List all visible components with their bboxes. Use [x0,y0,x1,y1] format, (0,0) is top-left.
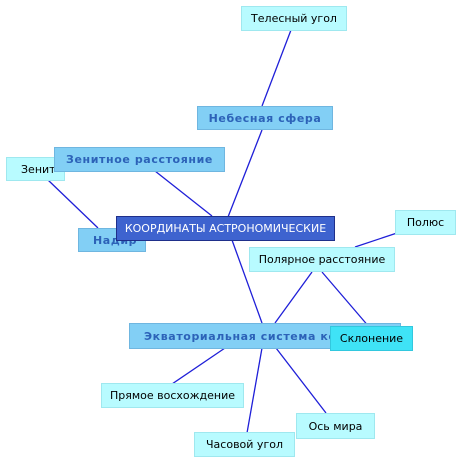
edge-zenith-nadir [47,179,99,229]
edge-equatorial-world-axis [275,347,327,414]
node-root[interactable]: КООРДИНАТЫ АСТРОНОМИЧЕСКИЕ [116,216,335,241]
node-world-axis[interactable]: Ось мира [296,413,375,439]
edge-polar-pole [354,231,401,248]
node-declination[interactable]: Склонение [330,326,413,351]
node-celestial-sphere[interactable]: Небесная сфера [197,106,333,130]
node-solid-angle[interactable]: Телесный угол [241,6,347,31]
edge-polar-declination [321,271,371,329]
node-pole[interactable]: Полюс [395,210,456,235]
edge-root-celestial-sphere [227,129,263,218]
node-zenith-distance[interactable]: Зенитное расстояние [54,147,225,172]
edge-equatorial-hour-angle [246,347,263,434]
edge-polar-equatorial [274,271,313,324]
edge-root-equatorial [231,239,263,324]
edge-root-zenith-distance [154,170,213,217]
edge-celestial-sphere-solid-angle [261,29,292,107]
node-polar-distance[interactable]: Полярное расстояние [249,247,395,272]
node-hour-angle[interactable]: Часовой угол [194,432,295,457]
node-right-ascension[interactable]: Прямое восхождение [101,383,244,408]
edge-equatorial-right-ascension [171,347,226,385]
